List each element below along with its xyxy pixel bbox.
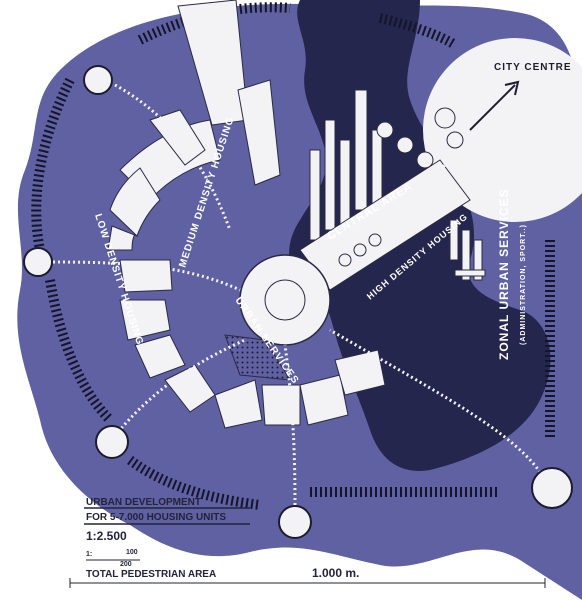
legend-title-1: URBAN DEVELOPMENT: [86, 497, 201, 508]
spine-circles: [338, 107, 464, 267]
legend-scale-small-3: 200: [120, 561, 132, 568]
medium-density-housing-blocks: [107, 0, 386, 429]
legend-scale-small-2: 100: [126, 549, 138, 556]
node-south: [278, 505, 312, 539]
water-body: [289, 0, 551, 471]
node-south-west: [95, 425, 129, 459]
city-centre-arrow: [469, 80, 520, 131]
legend-distance: 1.000 m.: [312, 566, 359, 580]
legend-scale-small-1: 1:: [86, 551, 92, 558]
legend-scale: 1:2.500: [86, 529, 127, 543]
label-zonal-urban-services: ZONAL URBAN SERVICES: [497, 188, 511, 360]
central-hub-inner-ring: [264, 279, 306, 321]
label-city-centre: CITY CENTRE: [494, 62, 572, 73]
node-west: [23, 247, 53, 277]
legend-title-2: FOR 5-7.000 HOUSING UNITS: [86, 512, 226, 523]
label-zonal-sub: (ADMINISTRATION, SPORT..): [520, 224, 527, 345]
node-north-west: [83, 65, 113, 95]
legend: URBAN DEVELOPMENT FOR 5-7.000 HOUSING UN…: [69, 497, 546, 588]
legend-pedestrian: TOTAL PEDESTRIAN AREA: [86, 569, 216, 580]
city-centre-area: [423, 38, 582, 222]
district-nodes: [23, 65, 573, 539]
node-south-east: [531, 467, 573, 509]
